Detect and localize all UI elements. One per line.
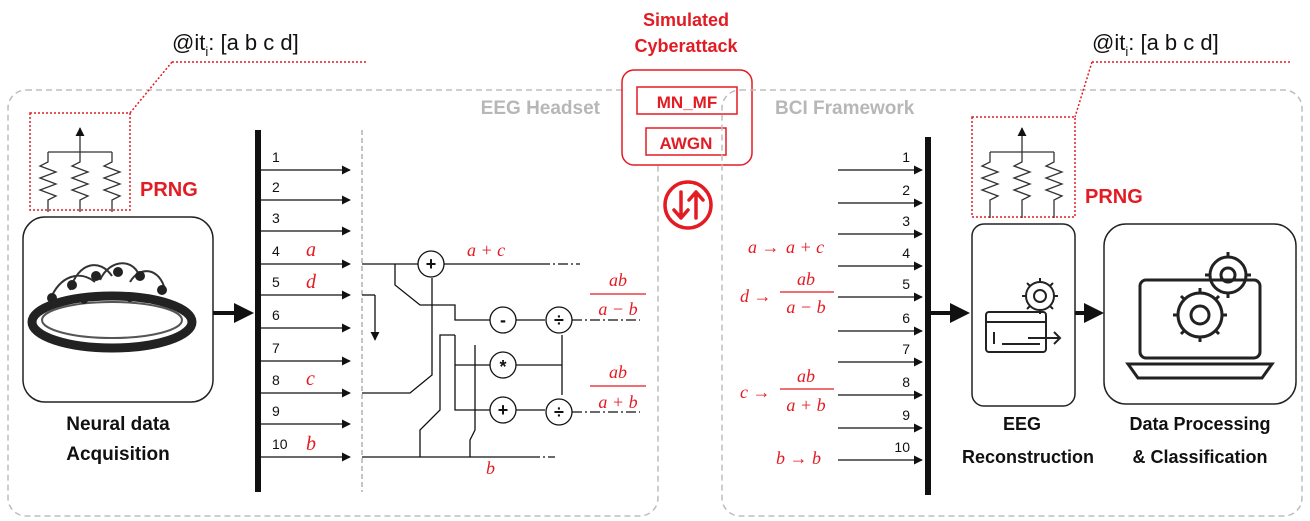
svg-text:5: 5 bbox=[902, 276, 910, 292]
mapping-c: c → ab a + b bbox=[740, 366, 834, 415]
svg-text:4: 4 bbox=[272, 243, 280, 259]
reconstruction-box bbox=[971, 223, 1076, 407]
mapping-b: b → b bbox=[776, 448, 821, 468]
svg-text:10: 10 bbox=[894, 439, 910, 455]
svg-text:d: d bbox=[306, 271, 317, 293]
svg-text:9: 9 bbox=[272, 403, 280, 419]
svg-text:8: 8 bbox=[272, 372, 280, 388]
svg-text:a + b: a + b bbox=[598, 392, 637, 412]
attack-method-awgn-label: AWGN bbox=[660, 134, 713, 153]
reconstruction-label-line2: Reconstruction bbox=[962, 447, 1094, 467]
attack-title-line1: Simulated bbox=[643, 10, 729, 30]
output-pass: b bbox=[486, 458, 495, 478]
svg-text:5: 5 bbox=[272, 274, 280, 290]
right-channel-lines bbox=[838, 165, 923, 465]
processing-label-line1: Data Processing bbox=[1129, 414, 1270, 434]
svg-text:*: * bbox=[499, 357, 506, 377]
left-channel-numbers: 1 2 3 4 5 6 7 8 9 10 bbox=[272, 149, 288, 452]
svg-text:6: 6 bbox=[902, 310, 910, 326]
svg-text:÷: ÷ bbox=[554, 402, 564, 422]
iteration-label-right: @iti: [a b c d] bbox=[1074, 30, 1290, 118]
eeg-headset-title: EEG Headset bbox=[481, 98, 601, 119]
svg-text:-: - bbox=[500, 310, 506, 330]
attack-method-mnmf bbox=[636, 86, 738, 115]
attack-title-line2: Cyberattack bbox=[634, 36, 738, 56]
left-channel-lines bbox=[261, 165, 351, 462]
processing-label-line2: & Classification bbox=[1132, 447, 1267, 467]
svg-text:3: 3 bbox=[272, 210, 280, 226]
svg-text:a: a bbox=[306, 239, 316, 261]
prng-label-left: PRNG bbox=[140, 179, 198, 201]
svg-text:ab: ab bbox=[797, 269, 815, 289]
svg-text:@iti: [a b c d]: @iti: [a b c d] bbox=[1092, 30, 1219, 59]
swap-arrows-icon bbox=[663, 180, 713, 230]
svg-text:6: 6 bbox=[272, 307, 280, 323]
mapping-a: a → a + c bbox=[748, 237, 824, 257]
operator-network-wires bbox=[362, 263, 640, 458]
laptop-gears-icon bbox=[1125, 252, 1275, 380]
svg-text:10: 10 bbox=[272, 436, 288, 452]
output-fraction-minus: ab a − b bbox=[590, 270, 646, 319]
bci-framework-panel bbox=[721, 89, 1303, 517]
svg-text:b: b bbox=[306, 433, 316, 455]
right-channel-bus bbox=[925, 137, 931, 495]
left-channel-bus bbox=[255, 130, 261, 492]
svg-text:÷: ÷ bbox=[554, 310, 564, 330]
svg-text:1: 1 bbox=[902, 149, 910, 165]
svg-text:8: 8 bbox=[902, 374, 910, 390]
svg-text:+: + bbox=[498, 400, 509, 420]
left-channel-variables: a d c b bbox=[306, 239, 317, 455]
svg-text:c →: c → bbox=[740, 382, 771, 402]
svg-text:d →: d → bbox=[740, 286, 772, 306]
output-sum: a + c bbox=[467, 240, 505, 260]
svg-text:c: c bbox=[306, 368, 315, 390]
operator-symbols: + - * + ÷ ÷ bbox=[426, 254, 564, 422]
bci-framework-title: BCI Framework bbox=[775, 98, 915, 119]
resistor-prng-icon bbox=[971, 116, 1076, 218]
svg-text:a + c: a + c bbox=[786, 237, 824, 257]
svg-text:a − b: a − b bbox=[786, 297, 825, 317]
svg-text:@iti: [a b c d]: @iti: [a b c d] bbox=[172, 30, 299, 59]
right-channel-numbers: 1 2 3 4 5 6 7 8 9 10 bbox=[894, 149, 910, 455]
svg-text:+: + bbox=[426, 254, 437, 274]
svg-text:3: 3 bbox=[902, 213, 910, 229]
reconstruction-gear-icon bbox=[985, 278, 1062, 353]
iteration-label-left: @iti: [a b c d] bbox=[129, 30, 368, 114]
svg-text:9: 9 bbox=[902, 407, 910, 423]
output-fraction-plus: ab a + b bbox=[590, 362, 646, 412]
acquisition-label-line2: Acquisition bbox=[66, 444, 169, 465]
svg-text:7: 7 bbox=[902, 341, 910, 357]
svg-text:a − b: a − b bbox=[598, 299, 637, 319]
svg-text:2: 2 bbox=[902, 182, 910, 198]
svg-text:a →: a → bbox=[748, 237, 780, 257]
attack-box bbox=[621, 69, 753, 166]
operator-nodes bbox=[417, 250, 573, 426]
svg-text:4: 4 bbox=[902, 245, 910, 261]
mapping-d: d → ab a − b bbox=[740, 269, 834, 317]
svg-text:1: 1 bbox=[272, 149, 280, 165]
acquisition-label-line1: Neural data bbox=[66, 414, 170, 435]
attack-method-awgn bbox=[645, 127, 727, 156]
svg-text:2: 2 bbox=[272, 179, 280, 195]
reconstruction-label-line1: EEG bbox=[1003, 414, 1041, 434]
attack-method-mnmf-label: MN_MF bbox=[657, 93, 717, 112]
svg-text:a + b: a + b bbox=[786, 395, 825, 415]
eeg-headset-icon bbox=[27, 262, 197, 353]
svg-text:7: 7 bbox=[272, 340, 280, 356]
svg-text:ab: ab bbox=[609, 270, 627, 290]
acquisition-box bbox=[22, 216, 214, 403]
resistor-prng-icon bbox=[29, 112, 131, 212]
svg-text:ab: ab bbox=[609, 362, 627, 382]
prng-label-right: PRNG bbox=[1085, 186, 1143, 208]
svg-text:ab: ab bbox=[797, 366, 815, 386]
